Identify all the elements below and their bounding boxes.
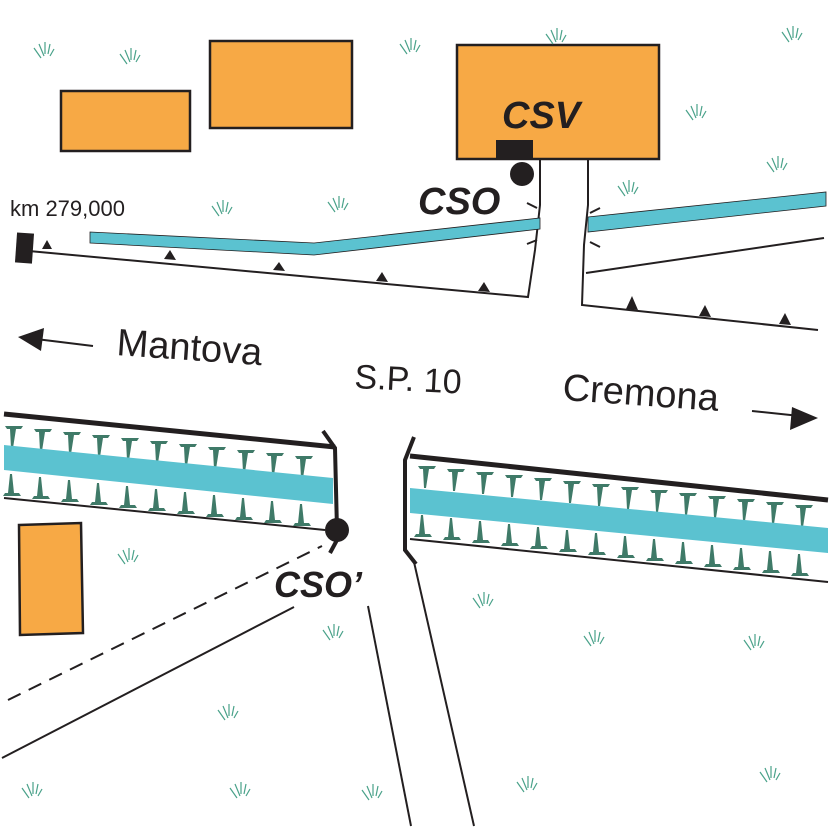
arrow-right-icon (790, 407, 818, 430)
south-east-canal (410, 488, 828, 553)
access-lane-left-edge (17, 160, 541, 299)
grass-icon (322, 624, 344, 641)
cso-label: CSO (418, 181, 500, 223)
south-west-canal (4, 445, 333, 504)
north-field-boundary (585, 237, 825, 274)
cso-point[interactable] (510, 162, 534, 186)
grass-icon (229, 782, 251, 799)
grass-icon (472, 592, 494, 609)
grass-icon (759, 766, 781, 783)
grass-icon (211, 200, 233, 217)
direction-east-label: Cremona (561, 367, 721, 420)
bridge-wall-east (403, 436, 418, 566)
road-name-label: S.P. 10 (354, 358, 463, 402)
embankment-markers-north-east (626, 296, 791, 325)
grass-icon (743, 634, 765, 651)
arrow-left-shaft (35, 338, 94, 347)
grass-icon (327, 196, 349, 213)
csv-device-box (496, 140, 533, 159)
building-central[interactable] (208, 39, 354, 130)
north-canal-east (587, 191, 827, 233)
grass-icon (766, 156, 788, 173)
south-east-edge-bottom (409, 538, 829, 583)
south-west-edge-top (3, 411, 336, 450)
grass-icon (33, 42, 55, 59)
culvert-mark (589, 207, 601, 248)
building-west-small[interactable] (59, 89, 192, 153)
south-east-edge-top (409, 453, 829, 503)
bridge-wall-west (321, 429, 339, 531)
km-marker-post[interactable] (14, 232, 35, 264)
cso-prime-connector (328, 539, 339, 554)
embankment-markers-north-west (42, 240, 490, 292)
direction-west: Mantova (18, 322, 265, 374)
csv-label: CSV (502, 95, 583, 137)
direction-east: Cremona (561, 367, 818, 430)
grass-icon (617, 180, 639, 197)
building-southwest[interactable] (17, 521, 85, 637)
direction-west-label: Mantova (115, 322, 264, 374)
north-canal-west (89, 217, 541, 256)
dashed-path[interactable] (7, 545, 323, 701)
grass-tufts (21, 26, 803, 801)
southwest-road-edge (1, 606, 295, 759)
cso-prime-point[interactable] (325, 518, 349, 542)
grass-icon (545, 28, 567, 45)
grass-icon (781, 26, 803, 43)
grass-icon (119, 48, 141, 65)
building-csv[interactable] (455, 43, 661, 161)
grass-icon (361, 784, 383, 801)
south-road-east-edge (413, 561, 475, 827)
grass-icon (399, 38, 421, 55)
grass-icon (117, 548, 139, 565)
culvert-mark (526, 202, 538, 245)
arrow-left-icon (18, 328, 44, 351)
grass-icon (516, 776, 538, 793)
cso-prime-label: CSO’ (274, 564, 363, 605)
grass-icon (685, 104, 707, 121)
south-west-edge-bottom (3, 497, 326, 531)
grass-icon (583, 630, 605, 647)
south-road-west-edge (367, 605, 412, 827)
grass-icon (21, 782, 43, 799)
access-lane-right-edge (580, 160, 819, 331)
grass-icon (217, 704, 239, 721)
km-marker-label: km 279,000 (10, 196, 125, 221)
